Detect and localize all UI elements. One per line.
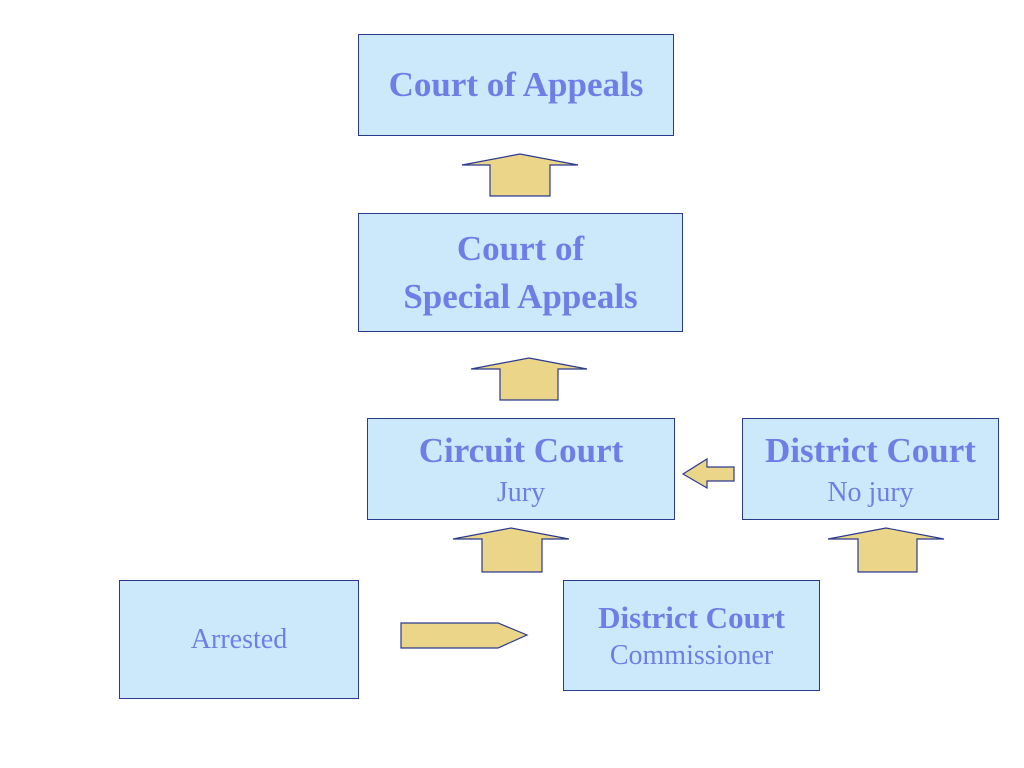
court-of-appeals-title: Court of Appeals [388, 65, 644, 104]
circuit-court-subtitle: Jury [496, 477, 546, 508]
special-appeals-box: Court of Special Appeals [358, 213, 683, 332]
arrow-right-arrested-to-commissioner [400, 622, 529, 649]
arrested-label: Arrested [190, 623, 288, 655]
arrow-left-district-to-circuit [681, 457, 735, 490]
district-court-subtitle: No jury [827, 477, 914, 508]
special-appeals-title-line2: Special Appeals [403, 276, 638, 316]
arrow-up-to-appeals [461, 153, 579, 197]
commissioner-title: District Court [598, 599, 785, 635]
special-appeals-title-line1: Court of [456, 228, 585, 268]
circuit-court-box: Circuit Court Jury [367, 418, 675, 520]
district-court-box: District Court No jury [742, 418, 999, 520]
commissioner-box: District Court Commissioner [563, 580, 820, 691]
arrow-up-to-district [827, 527, 945, 573]
arrow-up-to-special-appeals [470, 357, 588, 401]
court-of-appeals-box: Court of Appeals [358, 34, 674, 136]
arrow-up-to-circuit [452, 527, 570, 573]
district-court-title: District Court [765, 431, 976, 470]
circuit-court-title: Circuit Court [418, 431, 624, 470]
arrested-box: Arrested [119, 580, 359, 699]
commissioner-subtitle: Commissioner [609, 639, 774, 671]
